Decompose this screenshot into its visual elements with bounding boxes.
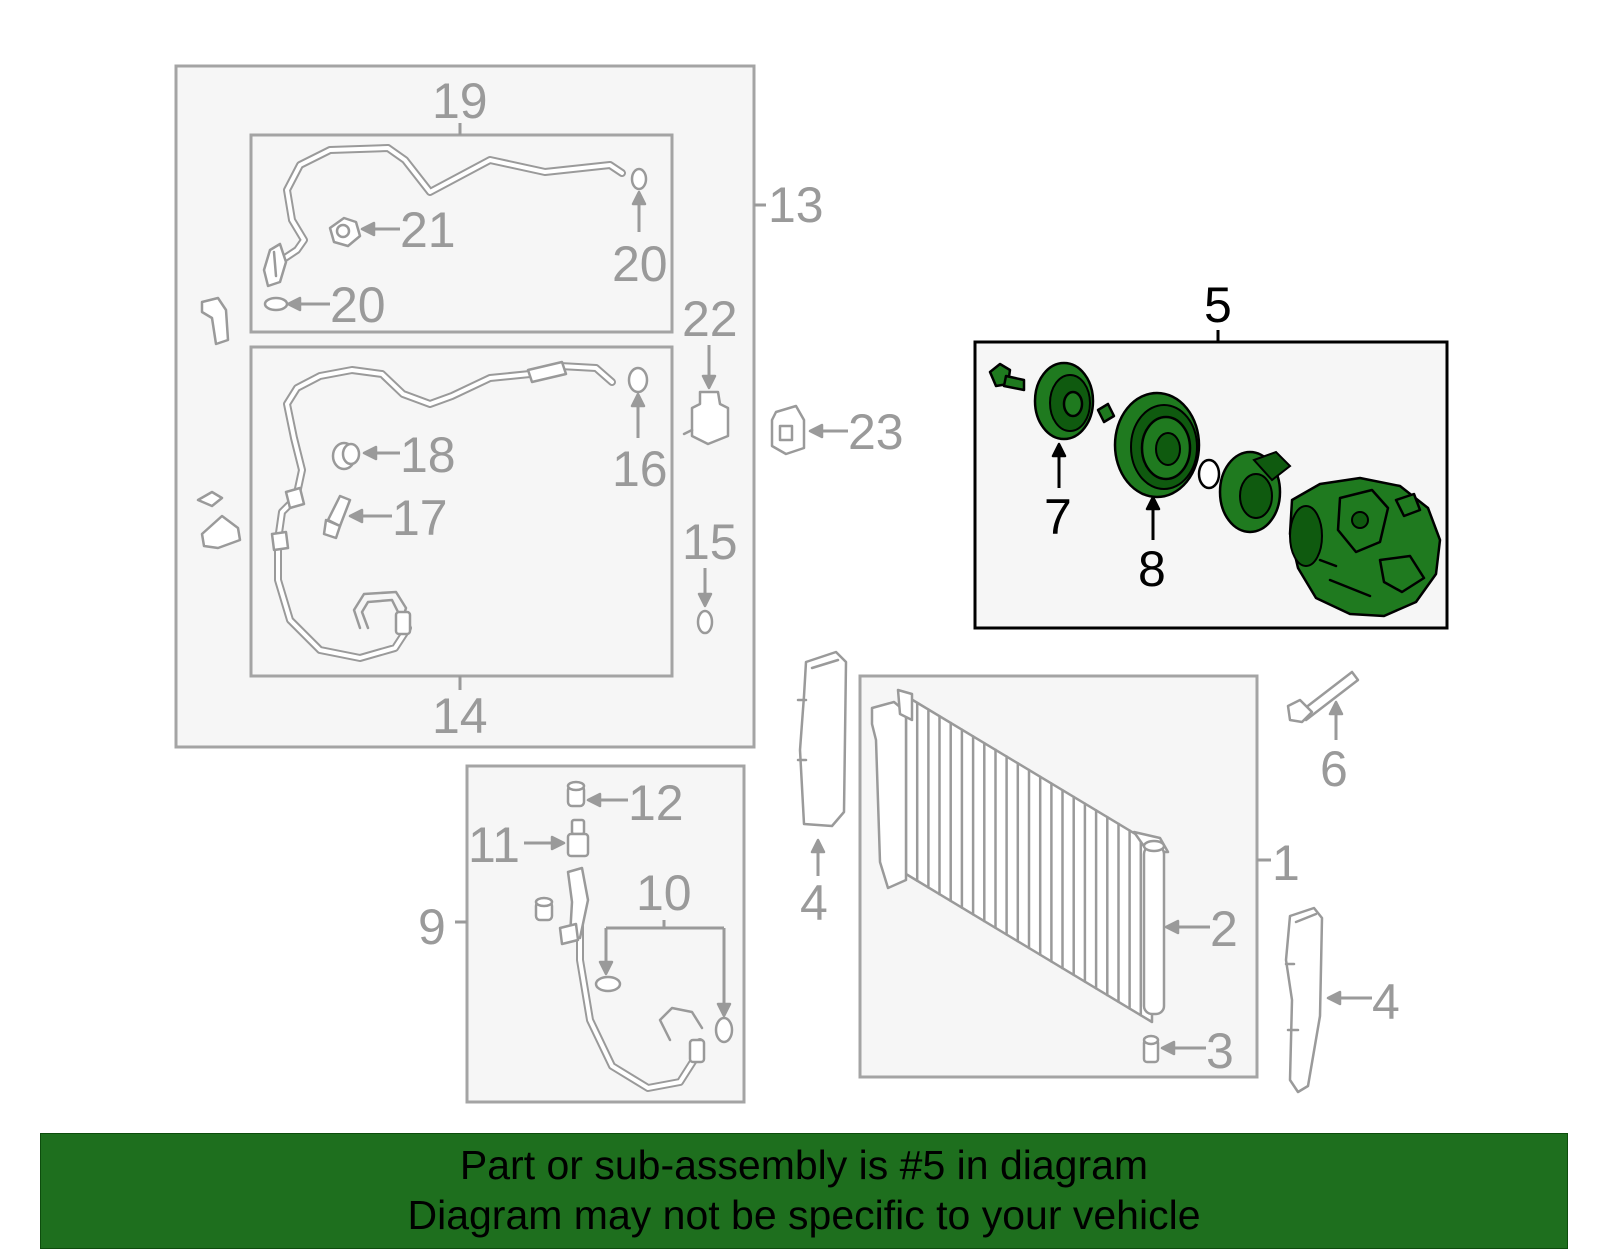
compressor-body-5[interactable] [1288, 476, 1442, 618]
callout-18[interactable]: 18 [400, 427, 456, 483]
o-ring-15: 15 [682, 514, 738, 635]
callout-11[interactable]: 11 [468, 817, 520, 873]
callout-6[interactable]: 6 [1320, 741, 1348, 797]
callout-22[interactable]: 22 [682, 291, 738, 347]
callout-17[interactable]: 17 [392, 490, 448, 546]
valve-core-11 [566, 818, 590, 858]
callout-2[interactable]: 2 [1210, 901, 1238, 957]
bracket-left-lower [196, 490, 242, 550]
callout-5[interactable]: 5 [1204, 277, 1232, 333]
o-ring-20-lower [263, 296, 289, 312]
bracket-4-right: 4 [1284, 906, 1400, 1094]
callout-20-right[interactable]: 20 [612, 236, 668, 292]
callout-13[interactable]: 13 [768, 177, 824, 233]
clutch-hub-7[interactable] [1033, 361, 1116, 441]
callout-19[interactable]: 19 [432, 73, 488, 129]
o-ring-20-upper [630, 167, 648, 191]
callout-1[interactable]: 1 [1272, 835, 1300, 891]
callout-4-right[interactable]: 4 [1372, 974, 1400, 1030]
bracket-23: 23 [770, 404, 904, 460]
cap-9-small [534, 896, 554, 922]
o-ring-10b [714, 1016, 734, 1044]
receiver-drier-2 [1142, 839, 1166, 1016]
sensor-22: 22 [682, 291, 738, 446]
callout-3[interactable]: 3 [1206, 1023, 1234, 1079]
callout-9[interactable]: 9 [418, 899, 446, 955]
suction-hose-19 [262, 144, 626, 288]
bolt-6: 6 [1286, 670, 1360, 797]
valve-21 [328, 216, 362, 248]
cap-12 [566, 780, 586, 808]
group-9-liquid-line: 9 12 11 10 [418, 764, 746, 1104]
callout-12[interactable]: 12 [628, 775, 684, 831]
discharge-hose-14 [270, 360, 616, 662]
callout-4-left[interactable]: 4 [800, 875, 828, 931]
callout-10[interactable]: 10 [636, 865, 692, 921]
banner-line-1: Part or sub-assembly is #5 in diagram [459, 1142, 1149, 1188]
banner-line-2: Diagram may not be specific to your vehi… [407, 1192, 1201, 1238]
callout-7[interactable]: 7 [1044, 489, 1072, 545]
pulley-8[interactable] [1113, 391, 1201, 499]
info-banner: Part or sub-assembly is #5 in diagram Di… [40, 1133, 1568, 1249]
bracket-left-upper [200, 296, 230, 346]
bracket-4-left: 4 [796, 650, 848, 931]
valve-core-17 [322, 494, 352, 540]
group-1-condenser: 1 2 3 [858, 674, 1300, 1079]
bolt-5 [988, 362, 1026, 392]
group-13-hose-assembly: 19 20 21 20 14 [174, 64, 824, 749]
callout-16[interactable]: 16 [612, 441, 668, 497]
callout-14[interactable]: 14 [432, 688, 488, 744]
field-coil-5 [1218, 450, 1292, 534]
callout-20-left[interactable]: 20 [330, 277, 386, 333]
o-ring-16 [627, 366, 649, 394]
callout-8[interactable]: 8 [1138, 541, 1166, 597]
callout-21[interactable]: 21 [400, 202, 456, 258]
callout-15[interactable]: 15 [682, 514, 738, 570]
liquid-hose [558, 866, 706, 1092]
cap-18 [331, 441, 361, 471]
callout-23[interactable]: 23 [848, 404, 904, 460]
group-14-box [249, 345, 674, 678]
condenser-core [870, 688, 1170, 1024]
snap-ring-5 [1197, 458, 1221, 490]
group-5-compressor-assembly: 5 7 8 [973, 277, 1449, 630]
plug-3 [1142, 1034, 1160, 1064]
o-ring-10a [594, 975, 622, 993]
